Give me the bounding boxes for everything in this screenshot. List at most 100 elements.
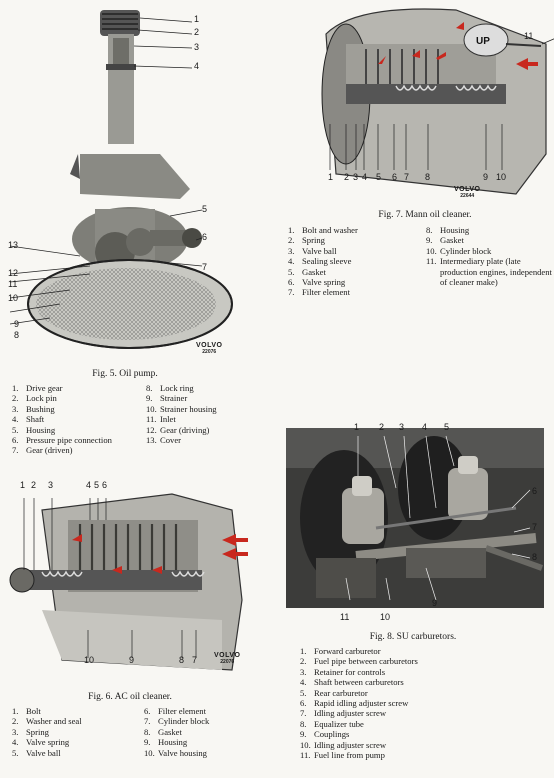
legend-item-text: Valve spring: [26, 737, 70, 748]
legend-item-text: Drive gear: [26, 383, 63, 393]
legend-item: 7.Filter element: [288, 287, 420, 297]
legend-item: 11.Intermediary plate (late production e…: [426, 256, 554, 287]
legend-item-text: Strainer housing: [160, 403, 217, 414]
legend-item-number: 10.: [426, 245, 437, 256]
callout-7: 7: [202, 262, 208, 272]
legend-item-text: Inlet: [160, 414, 176, 425]
legend-item-number: 8.: [146, 383, 153, 393]
legend-item: 11.Inlet: [146, 414, 266, 424]
legend-item-number: 7.: [288, 287, 295, 298]
legend-item-number: 4.: [288, 256, 295, 267]
legend-item: 2.Spring: [288, 235, 420, 245]
fig6-caption: Fig. 6. AC oil cleaner.: [88, 692, 172, 702]
legend-item-number: 9.: [426, 235, 433, 246]
callout-9: 9: [14, 319, 20, 329]
legend-item: 8.Housing: [426, 225, 554, 235]
legend-item: 6.Rapid idling adjuster screw: [300, 698, 540, 708]
fig5-caption: Fig. 5. Oil pump.: [92, 369, 158, 379]
callout-8: 8: [532, 552, 538, 562]
legend-item: 10.Strainer housing: [146, 404, 266, 414]
callout-3: 3: [48, 480, 54, 490]
legend-item: 12.Gear (driving): [146, 425, 266, 435]
legend-item: 5.Housing: [12, 425, 140, 435]
oil-pump-illustration: [10, 10, 233, 349]
legend-item-text: Housing: [158, 737, 188, 748]
ac-oil-cleaner-illustration: [9, 493, 248, 671]
callout-1: 1: [328, 172, 334, 182]
callout-5: 5: [444, 422, 450, 432]
volvo-logo: VOLVO 22644: [454, 186, 480, 199]
legend-item-number: 9.: [146, 393, 153, 404]
figure-mann-oil-cleaner: UP 1 2 3 4 5 6 7 8 9 10 11 VOLV: [280, 0, 554, 300]
callout-4: 4: [194, 61, 200, 71]
legend-item: 3.Bushing: [12, 404, 140, 414]
legend-item-number: 5.: [12, 747, 19, 758]
callout-7: 7: [404, 172, 410, 182]
legend-item-text: Valve spring: [302, 276, 346, 287]
legend-item: 8. Gasket: [144, 727, 264, 737]
legend-item: 5.Valve ball: [12, 748, 138, 758]
callout-9: 9: [483, 172, 489, 182]
legend-item-text: Sealing sleeve: [302, 256, 352, 267]
legend-item-number: 6.: [300, 698, 307, 709]
legend-item-text: Gasket: [158, 726, 182, 737]
legend-item: 4. Valve spring: [12, 737, 138, 747]
legend-item: 11.Fuel line from pump: [300, 750, 540, 760]
legend-item-number: 10.: [146, 403, 157, 414]
legend-item: 2.Fuel pipe between carburetors: [300, 656, 540, 666]
legend-item-text: Spring: [302, 235, 325, 246]
legend-item-number: 8.: [426, 225, 433, 235]
legend-item: 7.Gear (driven): [12, 445, 140, 455]
legend-item-text: Cylinder block: [158, 716, 210, 727]
callout-6: 6: [102, 480, 108, 490]
legend-item-text: Spring: [26, 726, 49, 737]
callout-12: 12: [8, 268, 19, 278]
legend-item: 3.Retainer for controls: [300, 667, 540, 677]
callout-2: 2: [344, 172, 350, 182]
legend-item-text: Valve ball: [302, 245, 337, 256]
legend-item-number: 11.: [426, 256, 437, 267]
legend-item-text: Filter element: [158, 706, 206, 716]
legend-item-text: Bolt and washer: [302, 225, 358, 235]
legend-item: 4. Sealing sleeve: [288, 256, 420, 266]
legend-item-number: 1.: [288, 225, 295, 235]
legend-item: 2.Washer and seal: [12, 716, 138, 726]
callout-8: 8: [425, 172, 431, 182]
legend-item-number: 5.: [300, 687, 307, 698]
callout-6: 6: [202, 232, 208, 242]
su-carburetors-photo: [286, 428, 544, 608]
legend-item: 5.Gasket: [288, 267, 420, 277]
callout-4: 4: [422, 422, 428, 432]
callout-9: 9: [432, 598, 438, 608]
up-label: UP: [476, 36, 490, 47]
legend-item: 5.Rear carburetor: [300, 688, 540, 698]
legend-item-text: Shaft: [26, 414, 45, 425]
legend-item-number: 9.: [300, 729, 307, 740]
legend-item-number: 4.: [12, 737, 19, 748]
callout-6: 6: [392, 172, 398, 182]
legend-item: 2.Lock pin: [12, 393, 140, 403]
legend-item: 4.Shaft: [12, 414, 140, 424]
volvo-logo: VOLVO 22076: [214, 652, 241, 665]
legend-item-number: 7.: [12, 445, 19, 456]
callout-5: 5: [376, 172, 382, 182]
legend-item-number: 3.: [300, 666, 307, 677]
legend-item-number: 8.: [144, 726, 151, 737]
legend-item-text: Idling adjuster screw: [314, 708, 387, 719]
callout-11: 11: [524, 31, 534, 41]
mann-oil-cleaner-illustration: UP: [321, 8, 554, 195]
legend-item-text: Intermediary plate (late production engi…: [440, 256, 552, 287]
callout-2: 2: [379, 422, 385, 432]
legend-item-number: 12.: [146, 424, 157, 435]
legend-item: 1.Forward carburetor: [300, 646, 540, 656]
callout-3: 3: [353, 172, 359, 182]
legend-item-text: Gear (driving): [160, 424, 210, 435]
legend-item: 4.Shaft between carburetors: [300, 677, 540, 687]
callout-10: 10: [496, 172, 507, 182]
callout-7: 7: [192, 655, 198, 665]
volvo-logo-brand: VOLVO: [214, 652, 241, 659]
legend-item-number: 11.: [146, 414, 157, 425]
